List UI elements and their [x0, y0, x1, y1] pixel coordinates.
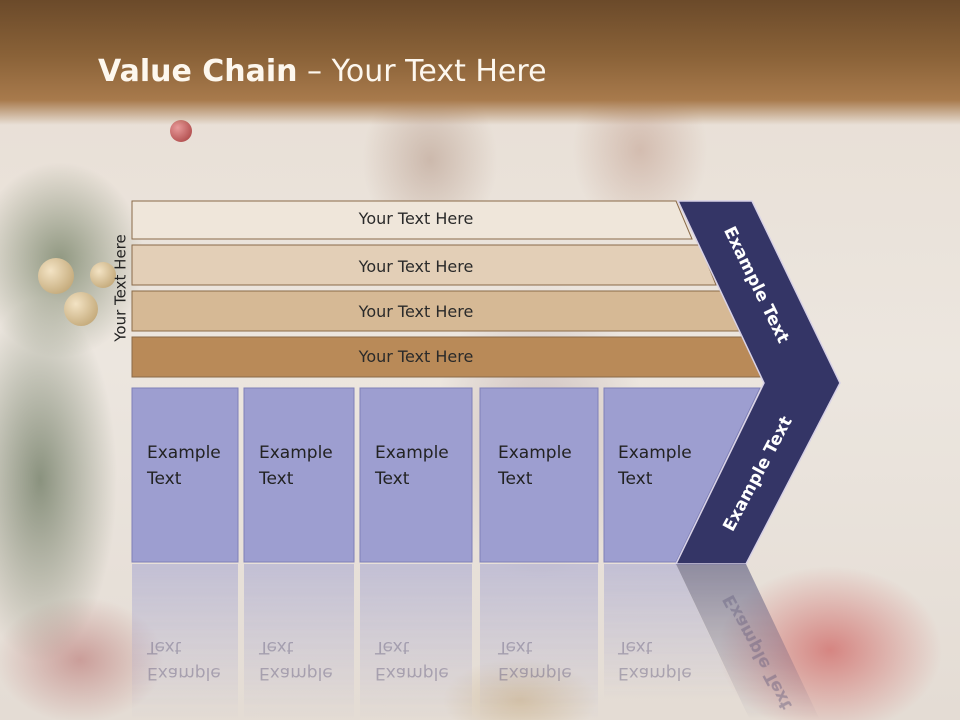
- ornament-ball: [64, 292, 98, 326]
- support-bar-1: [131, 200, 693, 240]
- primary-box-5-line2: Text: [617, 469, 653, 489]
- support-bar-2: [131, 244, 717, 286]
- ornament-ball: [90, 262, 116, 288]
- primary-activities: Example Text Example Text Example Text E…: [131, 387, 761, 563]
- reflection-box-5: [604, 564, 740, 700]
- page-title: Value Chain – Your Text Here: [98, 54, 547, 89]
- primary-box-5: [603, 387, 761, 563]
- reflection: Example Text Example Text Example Text E…: [132, 564, 820, 720]
- primary-box-2-line2: Text: [258, 469, 294, 489]
- primary-box-5-line1: Example: [618, 443, 692, 463]
- primary-box-2-line1: Example: [259, 443, 333, 463]
- reflection-box-3: [360, 564, 472, 720]
- primary-box-1: [131, 387, 239, 563]
- title-band: [0, 0, 960, 125]
- reflection-chevron: [676, 564, 820, 720]
- support-bar-1-label: Your Text Here: [358, 209, 474, 228]
- reflection-label-3a: Example: [375, 663, 449, 683]
- title-bold: Value Chain: [98, 54, 298, 89]
- primary-box-3: [359, 387, 473, 563]
- margin-chevron: Example Text Example Text: [674, 200, 841, 565]
- reflection-box-1: [132, 564, 238, 720]
- support-activities: Your Text Here Your Text Here Your Text …: [131, 200, 763, 378]
- primary-box-1-line1: Example: [147, 443, 221, 463]
- support-bar-3-label: Your Text Here: [358, 302, 474, 321]
- title-rest: – Your Text Here: [297, 54, 547, 89]
- primary-box-4: [479, 387, 599, 563]
- support-bar-4-label: Your Text Here: [358, 347, 474, 366]
- side-label: Your Text Here: [112, 234, 130, 342]
- primary-box-3-line1: Example: [375, 443, 449, 463]
- reflection-label-5b: Text: [617, 637, 653, 657]
- reflection-label-2a: Example: [259, 663, 333, 683]
- ornament-ball: [38, 258, 74, 294]
- support-bar-2-label: Your Text Here: [358, 257, 474, 276]
- reflection-label-5a: Example: [618, 663, 692, 683]
- primary-box-2: [243, 387, 355, 563]
- primary-box-4-line2: Text: [497, 469, 533, 489]
- reflection-label-4a: Example: [498, 663, 572, 683]
- reflection-box-2: [244, 564, 354, 720]
- reflection-box-4: [480, 564, 598, 720]
- primary-box-4-line1: Example: [498, 443, 572, 463]
- reflection-label-1a: Example: [147, 663, 221, 683]
- primary-box-1-line2: Text: [146, 469, 182, 489]
- reflection-label-4b: Text: [497, 637, 533, 657]
- ornament-ball: [170, 120, 192, 142]
- reflection-label-1b: Text: [146, 637, 182, 657]
- primary-box-3-line2: Text: [374, 469, 410, 489]
- reflection-label-3b: Text: [374, 637, 410, 657]
- reflection-label-2b: Text: [258, 637, 294, 657]
